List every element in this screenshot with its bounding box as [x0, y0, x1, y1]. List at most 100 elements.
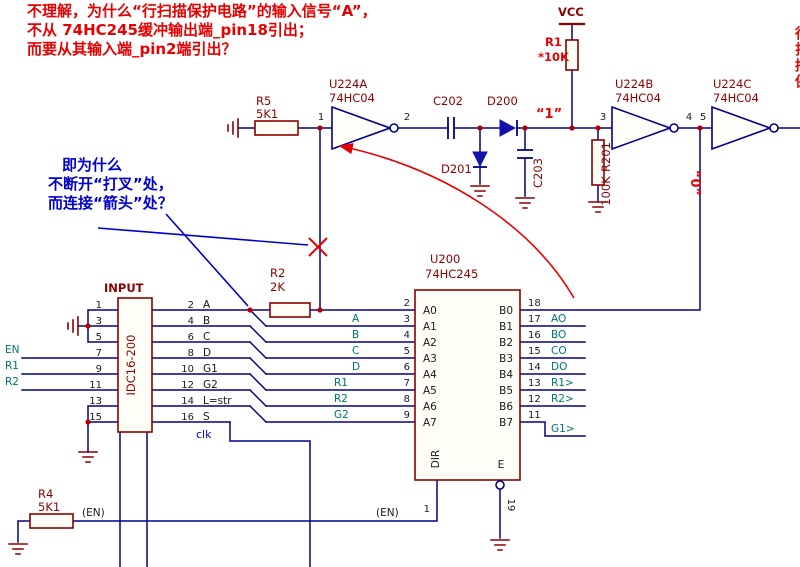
- idc-pin-name: G1: [203, 363, 218, 375]
- r1-value: *10K: [538, 50, 570, 64]
- u200-e-pin-number: 19: [505, 499, 516, 512]
- u200-pin-num: 9: [404, 410, 410, 421]
- u200-pin-name-b3: B3: [499, 353, 513, 365]
- net-label-r2-out: R2>: [551, 393, 574, 405]
- resistor-r4: [29, 513, 74, 529]
- u224b-pin4-number: 4: [686, 112, 692, 123]
- u200-pin-num: 11: [528, 410, 541, 421]
- ground-symbols: [8, 22, 608, 555]
- r201-ref: R201: [599, 142, 613, 172]
- u224c-pin5-number: 5: [700, 112, 706, 123]
- idc-pin-num: 3: [96, 316, 102, 327]
- u200-pin-num: 4: [404, 330, 410, 341]
- u224b-part: 74HC04: [615, 91, 661, 105]
- d201-ref: D201: [441, 162, 472, 176]
- u200-pin-name-a6: A6: [423, 401, 437, 413]
- ground-icon: [490, 539, 510, 551]
- u224a-pin1-number: 1: [318, 112, 324, 123]
- junction-dots: [85, 125, 703, 425]
- net-label-r2-mid: R2: [334, 393, 348, 405]
- idc-pin-num: 2: [188, 300, 194, 311]
- idc-name: IDC16-200: [124, 334, 138, 395]
- u200-pin-num: 7: [404, 378, 410, 389]
- idc-pin-num: 7: [96, 348, 102, 359]
- u200-pin-num: 3: [404, 314, 410, 325]
- idc-pin-num: 16: [181, 412, 194, 423]
- u200-pin-name-a1: A1: [423, 321, 437, 333]
- u200-pin-name-b5: B5: [499, 385, 513, 397]
- r4-value: 5K1: [38, 500, 60, 514]
- r5-value: 5K1: [256, 107, 278, 121]
- schematic-wires: [17, 23, 800, 567]
- u200-pin-name-b4: B4: [499, 369, 513, 381]
- idc-pin-num: 4: [188, 316, 194, 327]
- u200-e-pin-name: E: [498, 459, 505, 471]
- u224b-ref: U224B: [615, 77, 653, 91]
- c203-ref: C203: [531, 158, 545, 188]
- net-label-g2-mid: G2: [334, 409, 349, 421]
- net-label-co: CO: [551, 345, 567, 357]
- net-label-c: C: [352, 345, 359, 357]
- net-label-a: A: [352, 313, 360, 325]
- net-label-en-paren-1: (EN): [82, 507, 105, 519]
- idc-pin-num: 15: [89, 412, 102, 423]
- resistor-r5: [254, 120, 299, 136]
- u200-pin-name-a4: A4: [423, 369, 437, 381]
- ground-icon: [78, 451, 98, 463]
- u200-pin-num: 14: [528, 362, 541, 373]
- u224b-pin3-number: 3: [600, 112, 606, 123]
- idc-pin-name: S: [203, 411, 210, 423]
- edge-clipped-text: 行扫描保: [793, 26, 800, 90]
- u224a-ref: U224A: [329, 77, 367, 91]
- net-label-r1-mid: R1: [334, 377, 348, 389]
- r201-value: 100K: [599, 176, 613, 206]
- ground-icon: [227, 118, 239, 138]
- u200-pin-name-b1: B1: [499, 321, 513, 333]
- resistor-r201: [591, 139, 605, 186]
- idc-pin-num: 13: [89, 396, 102, 407]
- net-label-do: DO: [551, 361, 567, 373]
- u200-pin-name-a2: A2: [423, 337, 437, 349]
- idc-pin-num: 5: [96, 332, 102, 343]
- diode-d200: [499, 119, 518, 137]
- red-curved-arrow: [338, 143, 575, 299]
- u200-pin-num: 13: [528, 378, 541, 389]
- u200-pin-name-a0: A0: [423, 305, 437, 317]
- u200-pin-num: 15: [528, 346, 541, 357]
- connector-idc16: [117, 297, 153, 433]
- blue-pointer-lines: [97, 213, 309, 307]
- inverter-u224a: [331, 105, 399, 151]
- note-blue-line-1: 即为什么: [62, 156, 122, 174]
- resistor-r1: [565, 39, 579, 71]
- u200-pin-num: 18: [528, 298, 541, 309]
- net-label-zero: “0”: [687, 170, 702, 196]
- net-label-r2: R2: [5, 376, 19, 388]
- idc-pin-num: 6: [188, 332, 194, 343]
- idc-pin-name: B: [203, 315, 210, 327]
- u200-pin-name-b6: B6: [499, 401, 513, 413]
- note-blue-line-3: 而连接“箭头”处？: [48, 194, 173, 212]
- idc-title: INPUT: [104, 281, 144, 295]
- net-label-r1: R1: [5, 360, 19, 372]
- idc-pin-name: L=str: [203, 395, 232, 407]
- u200-dir-pin-number: 1: [424, 504, 430, 515]
- net-label-one: “1”: [536, 107, 562, 122]
- net-label-g1-out: G1>: [551, 423, 575, 435]
- u200-ref: U200: [430, 252, 460, 266]
- u200-dir-pin-name: DIR: [430, 450, 442, 468]
- u200-part: 74HC245: [425, 267, 478, 281]
- u200-pin-name-a7: A7: [423, 417, 437, 429]
- u200-pin-num: 17: [528, 314, 541, 325]
- ground-icon: [67, 316, 79, 336]
- u224c-ref: U224C: [713, 77, 751, 91]
- net-label-d: D: [352, 361, 360, 373]
- idc-pin-num: 12: [181, 380, 194, 391]
- idc-pin-name: G2: [203, 379, 218, 391]
- r1-ref: R1: [545, 35, 562, 49]
- net-label-b: B: [352, 329, 359, 341]
- ground-icon: [515, 197, 535, 209]
- u200-pin-name-a5: A5: [423, 385, 437, 397]
- idc-pin-num: 8: [188, 348, 194, 359]
- r4-ref: R4: [38, 487, 53, 501]
